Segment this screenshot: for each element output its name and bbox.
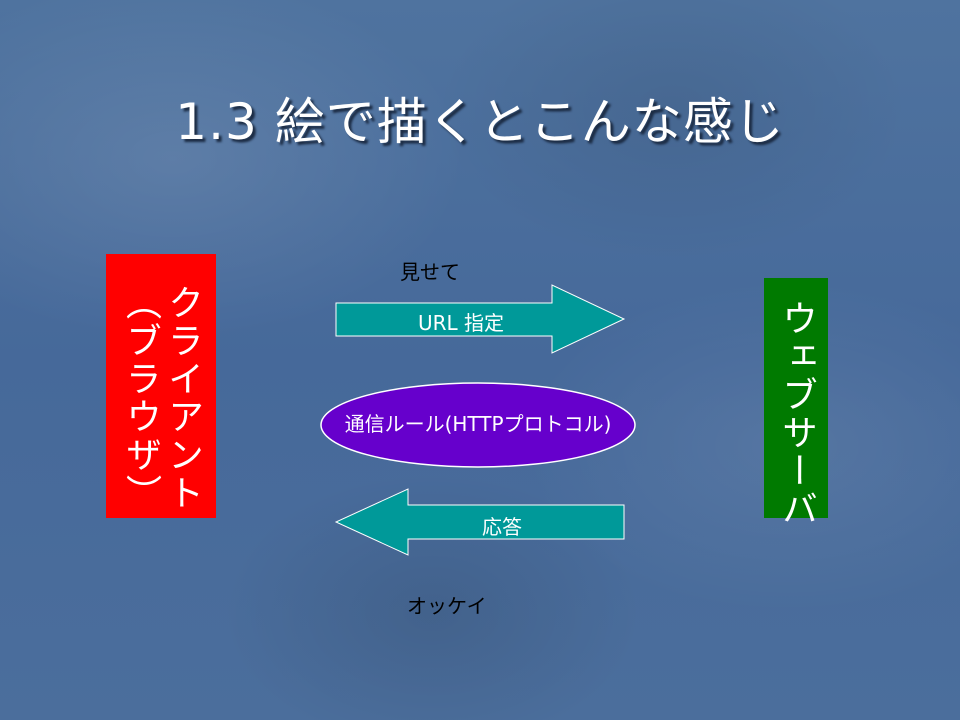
response-arrow-label: 応答 (482, 515, 522, 539)
protocol-ellipse (320, 382, 636, 468)
client-sublabel: （ブラウザ） (120, 284, 161, 512)
server-box: ウェブサーバ (764, 278, 828, 528)
request-caption: 見せて (400, 260, 460, 284)
request-arrow-label: URL 指定 (417, 311, 505, 335)
request-arrow (335, 284, 626, 354)
client-label: クライアント (162, 284, 203, 512)
slide-title: 1.3 絵で描くとこんな感じ (175, 93, 785, 151)
client-box: クライアント （ブラウザ） (106, 254, 216, 518)
response-caption: オッケイ (407, 594, 487, 618)
protocol-label: 通信ルール(HTTPプロトコル) (344, 412, 612, 436)
response-arrow (334, 488, 625, 556)
server-label: ウェブサーバ (776, 300, 817, 528)
